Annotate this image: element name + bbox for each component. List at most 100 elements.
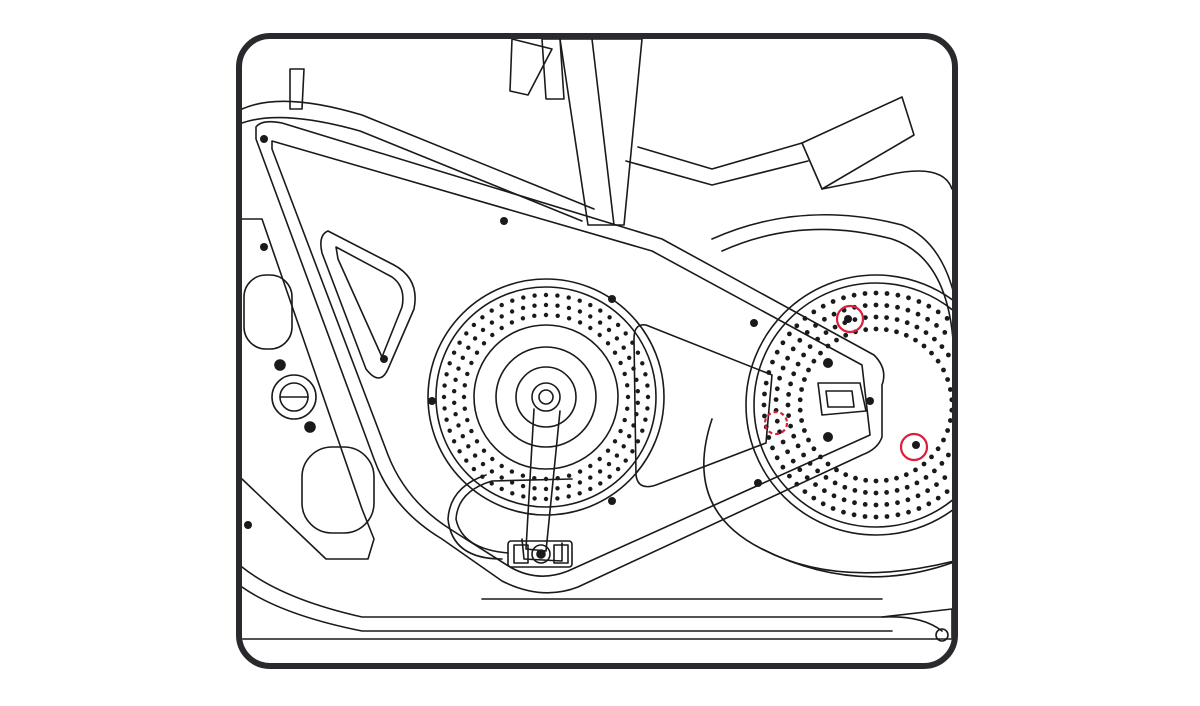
perforation-dot xyxy=(499,486,504,492)
perforation-dot xyxy=(811,495,817,501)
perforation-dot xyxy=(862,502,868,507)
perforation-dot xyxy=(884,514,890,519)
perforation-dot xyxy=(806,437,811,443)
perforation-dot xyxy=(499,302,504,308)
perforation-dot xyxy=(794,323,800,329)
perforation-dot xyxy=(883,477,889,483)
perforation-dot xyxy=(453,412,458,417)
perforation-dot xyxy=(480,327,486,333)
base-frame xyxy=(242,566,952,642)
perforation-dot xyxy=(906,509,911,515)
perforation-dot xyxy=(451,350,457,355)
perforation-dot xyxy=(630,449,635,454)
perforation-dot xyxy=(532,303,537,308)
perforation-dot xyxy=(823,330,829,335)
perforation-dot xyxy=(464,458,469,463)
perforation-dot xyxy=(645,383,650,388)
perforation-dot xyxy=(627,355,632,360)
perforation-dot xyxy=(820,303,826,309)
perforation-dot xyxy=(935,446,941,452)
perforation-dot xyxy=(469,360,474,366)
perforation-dot xyxy=(566,494,571,499)
perforation-dot xyxy=(791,371,797,377)
perforation-dot xyxy=(452,400,457,405)
perforation-dot xyxy=(566,316,572,321)
perforation-dot xyxy=(884,291,890,296)
perforation-dot xyxy=(939,461,945,466)
perforation-dot xyxy=(474,350,480,355)
perforation-dot xyxy=(813,482,818,487)
perforation-dot xyxy=(615,466,621,472)
perforation-dot xyxy=(935,358,941,364)
perforation-dot xyxy=(622,417,627,423)
perforation-dot xyxy=(555,313,560,318)
perforation-dot xyxy=(588,314,593,319)
perforation-dot xyxy=(643,417,648,422)
flywheel-perforations xyxy=(761,290,952,520)
perforation-dot xyxy=(944,316,950,321)
perforation-dot xyxy=(621,345,626,350)
perforation-dot xyxy=(841,295,846,301)
perforation-dot xyxy=(863,477,869,483)
perforation-dot xyxy=(774,349,780,355)
perforation-dot xyxy=(762,413,767,419)
perforation-dot xyxy=(916,506,922,511)
perforation-dot xyxy=(802,489,808,494)
perforation-dot xyxy=(804,475,810,480)
perforation-dot xyxy=(873,314,879,320)
perforation-dot xyxy=(884,315,889,320)
perforation-dot xyxy=(873,514,879,520)
perforation-dot xyxy=(444,372,449,377)
perforation-dot xyxy=(555,303,560,308)
perforation-dot xyxy=(863,490,868,495)
crank-arm xyxy=(521,408,563,562)
perforation-dot xyxy=(873,478,879,484)
perforation-dot xyxy=(480,315,485,320)
perforation-dot xyxy=(770,445,775,451)
perforation-dot xyxy=(804,330,810,335)
perforation-dot xyxy=(832,324,838,330)
perforation-dot xyxy=(509,469,515,474)
perforation-dot xyxy=(645,394,651,400)
perforation-dot xyxy=(489,469,495,474)
perforation-dot xyxy=(795,443,801,449)
perforation-dot xyxy=(925,488,930,494)
axle-bracket xyxy=(817,382,867,416)
perforation-dot xyxy=(842,484,848,490)
perforation-dot xyxy=(509,309,515,314)
perforation-dot xyxy=(834,467,839,473)
perforation-dot xyxy=(884,303,890,308)
perforation-dot xyxy=(942,475,948,480)
console-column xyxy=(242,218,375,560)
perforation-dot xyxy=(520,473,526,478)
chainring xyxy=(427,278,665,516)
perforation-dot xyxy=(904,484,910,490)
perforation-dot xyxy=(894,317,900,322)
perforation-dot xyxy=(640,428,645,433)
perforation-dot xyxy=(543,496,549,502)
perforation-dot xyxy=(499,475,504,480)
perforation-dot xyxy=(895,292,901,298)
perforation-dot xyxy=(460,434,465,439)
perforation-dot xyxy=(862,291,868,296)
perforation-dot xyxy=(806,367,811,373)
perforation-dot xyxy=(780,365,786,371)
perforation-dot xyxy=(797,407,803,413)
perforation-dot xyxy=(903,332,909,338)
highlight-flywheel-lower-screw xyxy=(899,432,929,462)
perforation-dot xyxy=(801,452,806,458)
perforation-dot xyxy=(612,439,618,444)
perforation-dot xyxy=(597,332,602,338)
perforation-dot xyxy=(598,481,603,486)
perforation-dot xyxy=(606,327,612,333)
perforation-dot xyxy=(777,375,782,381)
perforation-dot xyxy=(906,295,911,301)
perforation-dot xyxy=(521,295,526,300)
perforation-dot xyxy=(607,474,612,479)
perforation-dot xyxy=(555,293,560,298)
perforation-dot xyxy=(852,500,857,506)
perforation-dot xyxy=(811,446,817,452)
perforation-dot xyxy=(862,514,868,519)
perforation-dot xyxy=(780,340,786,346)
perforation-dot xyxy=(811,309,817,315)
